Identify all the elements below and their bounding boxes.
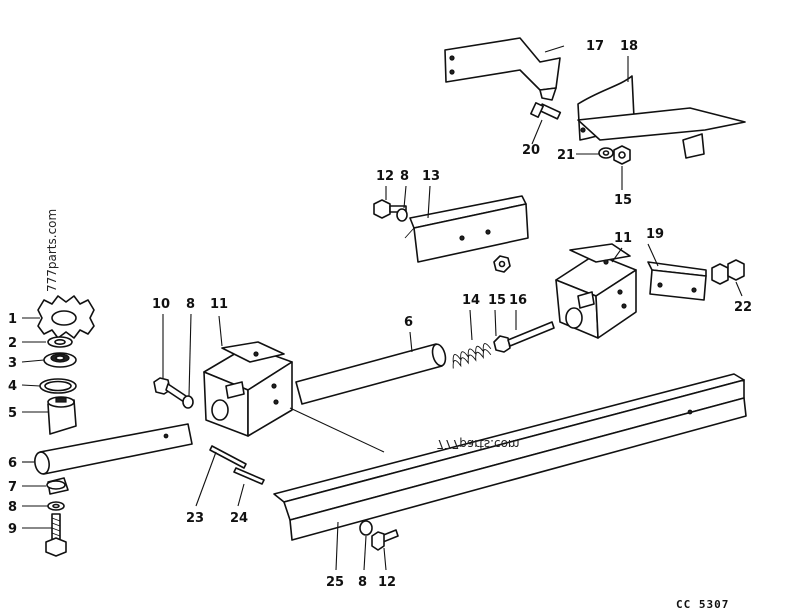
- callout-9: 9: [8, 522, 17, 537]
- drawing-code: CC 5307: [676, 598, 729, 611]
- snap-ring-4: [39, 378, 77, 394]
- bolt-10: [153, 377, 187, 403]
- bolt-16: [493, 321, 555, 353]
- watermark-vertical: 777parts.com: [45, 209, 59, 292]
- callout-14: 14: [462, 293, 480, 308]
- bolt-12-rail: [371, 529, 399, 551]
- callout-8-upper: 8: [400, 169, 409, 184]
- small-bolt-20: [530, 102, 562, 120]
- callout-2: 2: [8, 336, 17, 351]
- lower-shaft-6: [34, 423, 193, 475]
- callout-12-upper: 12: [376, 169, 394, 184]
- nut-15-mid: [493, 255, 511, 273]
- callout-8-lower: 8: [8, 500, 17, 515]
- washer-2: [47, 336, 73, 348]
- spring-14: [452, 343, 492, 369]
- callout-13: 13: [422, 169, 440, 184]
- callout-3: 3: [8, 356, 17, 371]
- callout-15-mid: 15: [488, 293, 506, 308]
- callout-4: 4: [8, 379, 17, 394]
- pin-23: [209, 445, 247, 469]
- callout-25: 25: [326, 575, 344, 590]
- collar-7: [46, 477, 69, 495]
- washer-8-left: [182, 395, 194, 409]
- callout-1: 1: [8, 312, 17, 327]
- angle-plate-19: [647, 261, 707, 301]
- callout-5: 5: [8, 406, 17, 421]
- washer-8-lower: [47, 501, 65, 511]
- callout-22: 22: [734, 300, 752, 315]
- bolt-12-upper: [373, 199, 407, 219]
- callout-11-right: 11: [614, 231, 632, 246]
- washer-8-rail: [359, 520, 373, 536]
- callout-20: 20: [522, 143, 540, 158]
- rail-25: [273, 373, 747, 541]
- washer-21: [598, 147, 614, 159]
- callout-24: 24: [230, 511, 248, 526]
- washer-8-upper: [396, 208, 408, 222]
- long-shaft-6-upper: [295, 343, 447, 405]
- callout-10: 10: [152, 297, 170, 312]
- callout-18: 18: [620, 39, 638, 54]
- callout-16: 16: [509, 293, 527, 308]
- callout-6-lower: 6: [8, 456, 17, 471]
- leader-lines: [21, 45, 743, 571]
- watermark-mirrored: 777parts.com: [436, 437, 519, 451]
- nut-22: [711, 259, 745, 285]
- callout-8-left: 8: [186, 297, 195, 312]
- shield-bracket-17: [444, 37, 561, 101]
- angle-bracket-13: [404, 195, 529, 263]
- pin-24: [233, 467, 265, 485]
- nut-15-upper: [613, 145, 631, 165]
- callout-21: 21: [557, 148, 575, 163]
- callout-17: 17: [586, 39, 604, 54]
- callout-23: 23: [186, 511, 204, 526]
- bearing-housing-11-left: [203, 341, 293, 437]
- bolt-9: [45, 513, 67, 557]
- callout-labels: 1 2 3 4 5 6 7 8 9 10 8 11 6 14 15 16 11 …: [8, 39, 752, 590]
- callout-6-upper: 6: [404, 315, 413, 330]
- callout-15-upper: 15: [614, 193, 632, 208]
- curved-shield-18: [577, 75, 746, 159]
- callout-11-left: 11: [210, 297, 228, 312]
- bearing-housing-11-right: [555, 243, 637, 339]
- callout-8-rail: 8: [358, 575, 367, 590]
- callout-7: 7: [8, 480, 17, 495]
- callout-19: 19: [646, 227, 664, 242]
- hub-5: [47, 396, 77, 435]
- sprocket-1: [37, 295, 95, 339]
- bearing-3: [43, 352, 77, 368]
- callout-12-rail: 12: [378, 575, 396, 590]
